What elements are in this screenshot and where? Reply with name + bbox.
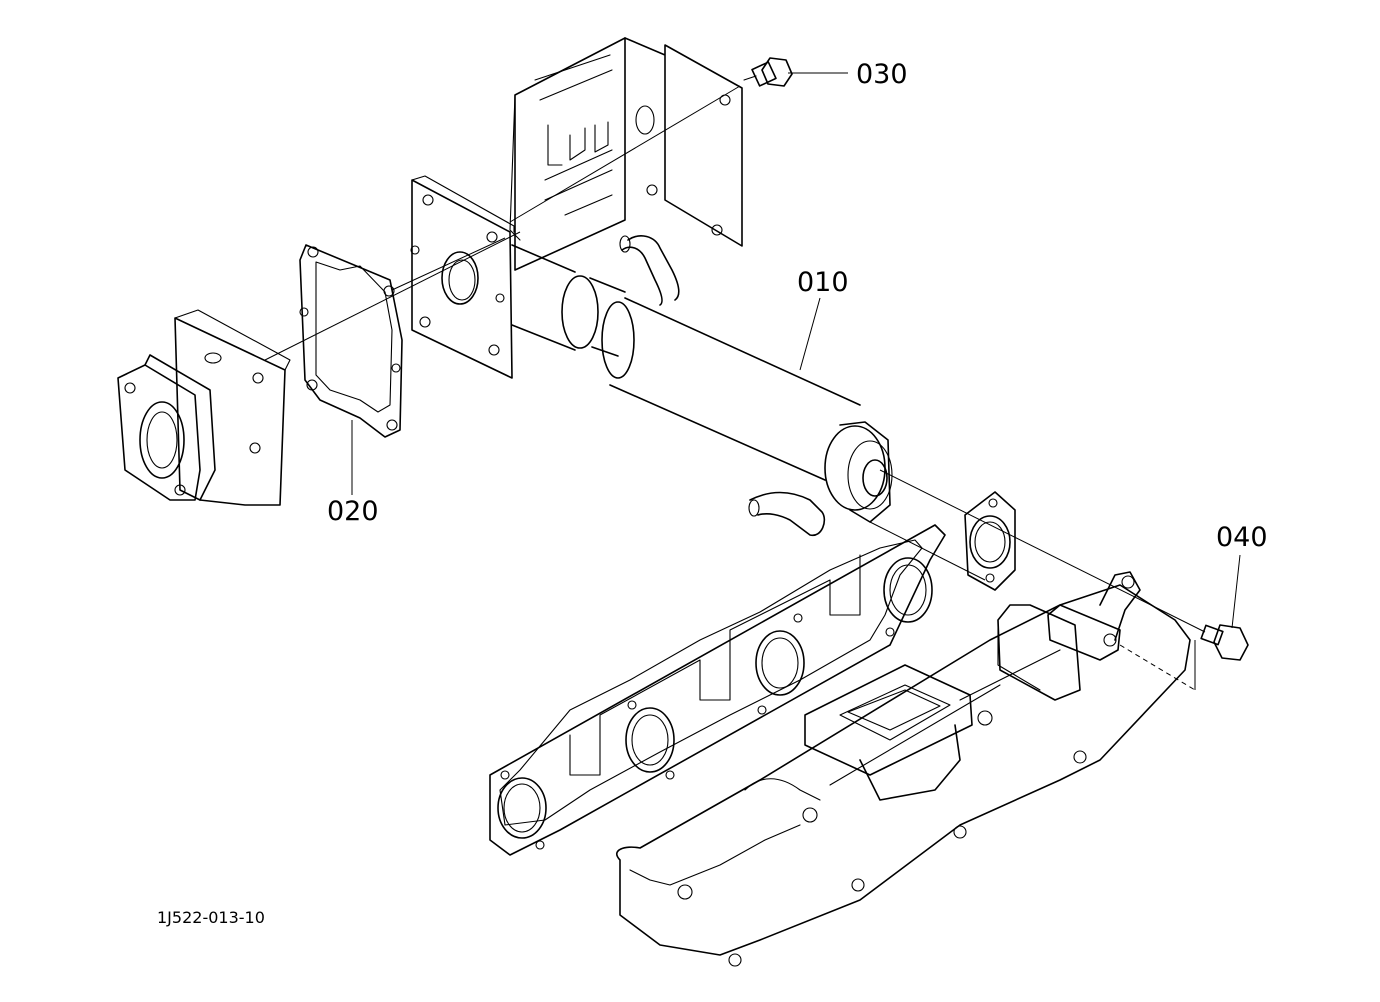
bolt-030 xyxy=(743,57,793,87)
drawing-number: 1J522-013-10 xyxy=(157,908,265,927)
assembly-centerlines xyxy=(264,85,1206,691)
egr-pipe-gasket xyxy=(964,491,1016,591)
callout-030: 030 xyxy=(856,59,908,90)
bolt-040 xyxy=(1200,624,1249,661)
manifold-gasket xyxy=(489,524,946,856)
egr-cooler xyxy=(511,235,893,537)
mounting-bracket xyxy=(509,37,743,271)
callout-010: 010 xyxy=(797,267,849,298)
exhaust-manifold xyxy=(616,571,1191,967)
leader-lines xyxy=(351,72,1241,629)
egr-valve-housing xyxy=(117,309,291,506)
cooler-flange-plate xyxy=(410,175,515,379)
gasket-020 xyxy=(299,244,403,438)
callout-040: 040 xyxy=(1216,522,1268,553)
callout-020: 020 xyxy=(327,496,379,527)
